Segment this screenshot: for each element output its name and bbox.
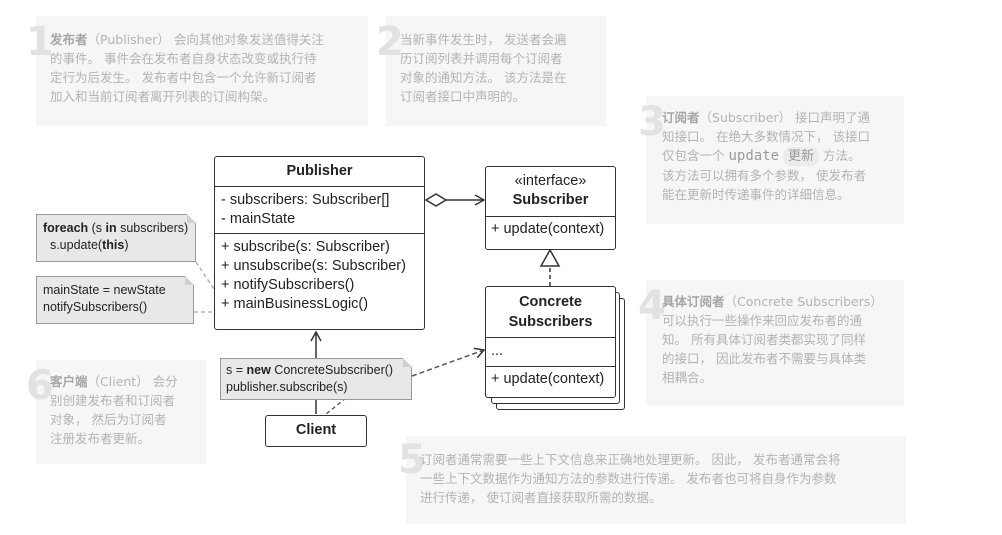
code-note-foreach: foreach (s in subscribers) s.update(this… — [36, 214, 196, 262]
publisher-method: + notifySubscribers() — [221, 277, 355, 293]
aggregation-diamond — [424, 193, 448, 207]
publisher-method: + unsubscribe(s: Subscriber) — [221, 258, 406, 274]
note-number: 3 — [638, 99, 666, 145]
code-update: update — [728, 148, 780, 164]
client-note-to-concrete — [411, 347, 486, 377]
note-term: 订阅者 — [662, 110, 700, 125]
code-note-client: s = new ConcreteSubscriber() publisher.s… — [220, 358, 412, 400]
note-fold — [403, 358, 412, 367]
note-fold — [185, 276, 194, 285]
note-number: 5 — [398, 437, 426, 483]
note-number: 1 — [26, 19, 54, 65]
subscriber-interface: «interface» Subscriber + update(context) — [485, 166, 616, 250]
note-number: 6 — [26, 363, 54, 409]
concrete-fields: ... — [486, 337, 615, 366]
client-class: Client — [265, 415, 367, 447]
publisher-method: + subscribe(s: Subscriber) — [221, 239, 390, 255]
note-term: 具体订阅者 — [662, 294, 725, 309]
concrete-method: + update(context) — [491, 371, 605, 387]
concrete-title-line1: Concrete — [519, 294, 582, 310]
note-fold — [187, 214, 196, 223]
publisher-field: - mainState — [221, 211, 296, 227]
publisher-field: - subscribers: Subscriber[] — [221, 192, 390, 208]
code-note-mainstate: mainState = newState notifySubscribers() — [36, 276, 194, 324]
subscriber-methods: + update(context) — [486, 216, 615, 242]
note-number: 2 — [376, 19, 404, 65]
note-1: 1 发布者（Publisher） 会向其他对象发送值得关注 的事件。 事件会在发… — [26, 16, 368, 126]
concrete-subscribers-class: Concrete Subscribers ... + update(contex… — [485, 286, 616, 398]
update-pill: 更新 — [783, 147, 820, 166]
subscriber-title: Subscriber — [512, 192, 589, 208]
note-5: 5 订阅者通常需要一些上下文信息来正确地处理更新。 因此， 发布者通常会将 一些… — [398, 436, 906, 524]
note-link-foreach — [195, 261, 217, 293]
note-6: 6 客户端（Client） 会分 别创建发布者和订阅者 对象， 然后为订阅者 注… — [26, 360, 206, 464]
note-term: 发布者 — [50, 32, 88, 47]
note-2: 2 当新事件发生时， 发送者会遍 历订阅列表并调用每个订阅者 对象的通知方法。 … — [376, 16, 606, 126]
note-term: 客户端 — [50, 374, 88, 389]
note-3: 3 订阅者（Subscriber） 接口声明了通 知接口。 在绝大多数情况下， … — [638, 96, 904, 224]
realization-triangle — [539, 248, 561, 267]
note-4: 4 具体订阅者（Concrete Subscribers） 可以执行一些操作来回… — [638, 280, 904, 406]
publisher-methods: + subscribe(s: Subscriber) + unsubscribe… — [215, 233, 424, 318]
publisher-method: + mainBusinessLogic() — [221, 296, 369, 312]
note-link-client — [325, 397, 347, 415]
note-number: 4 — [638, 283, 666, 329]
client-title: Client — [295, 422, 337, 438]
concrete-title-line2: Subscribers — [508, 314, 593, 330]
concrete-field: ... — [491, 343, 504, 359]
publisher-title: Publisher — [286, 163, 353, 179]
stereotype-label: «interface» — [514, 173, 587, 189]
publisher-fields: - subscribers: Subscriber[] - mainState — [215, 186, 424, 233]
subscriber-method: + update(context) — [491, 221, 605, 237]
publisher-class: Publisher - subscribers: Subscriber[] - … — [214, 156, 425, 330]
concrete-methods: + update(context) — [486, 366, 615, 392]
